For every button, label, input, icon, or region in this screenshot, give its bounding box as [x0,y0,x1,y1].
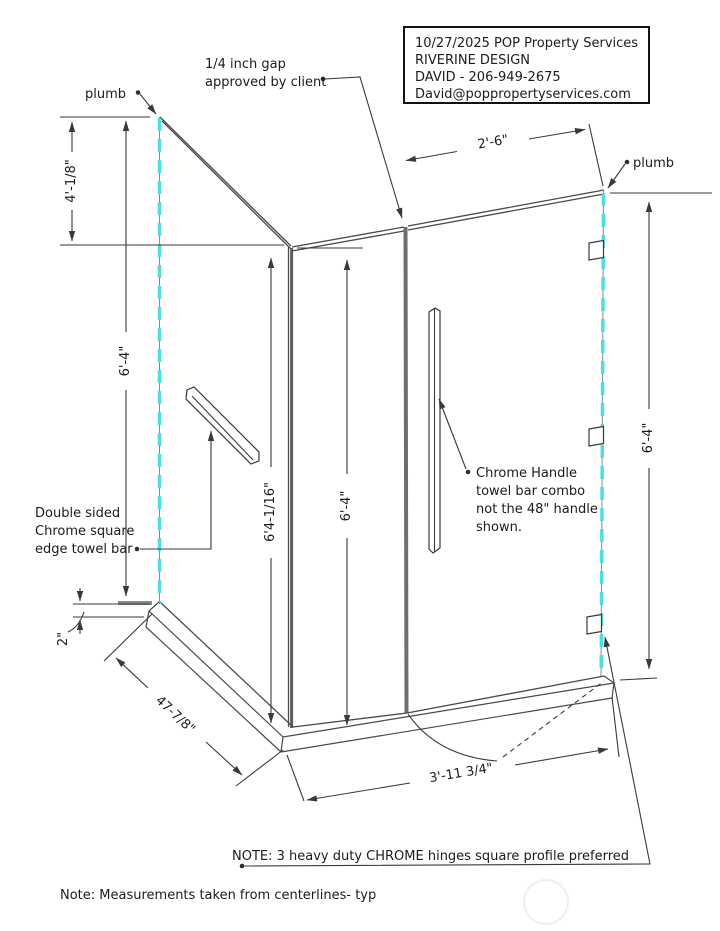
centerline-note-text: Note: Measurements taken from centerline… [60,888,376,903]
dim-panel-height-label: 6'-4" [339,491,354,522]
title-block-border [403,26,650,104]
hinge-note-text: NOTE: 3 heavy duty CHROME hinges square … [232,849,629,864]
plumb-left-label: plumb [85,87,126,102]
title-block: 10/27/2025 POP Property Services RIVERIN… [403,26,650,104]
handle-note-line4: shown. [476,520,522,535]
towel-bar [185,386,260,465]
plumb-right-label: plumb [633,156,674,171]
extension-lines [60,116,712,802]
title-block-line1: 10/27/2025 POP Property Services [415,36,638,51]
watermark-circle [523,879,569,925]
hinge-middle [588,425,605,447]
dim-base-width-label: 3'-11 3/4" [428,761,494,786]
handle-note-line3: not the 48" handle [476,502,598,517]
dim-right-height-label: 6'-4" [641,423,656,454]
dimension-panel-height: 6'-4" [339,259,354,726]
dimension-base-depth: 47-7/8" [115,657,243,776]
dimension-left-height: 6'-4" [118,120,133,597]
label-towel-bar-note: Double sided Chrome square edge towel ba… [35,430,215,557]
label-gap-note: 1/4 inch gap approved by client [205,57,403,219]
dim-curb-height-label: 2" [56,632,71,646]
note-hinges: NOTE: 3 heavy duty CHROME hinges square … [232,636,651,869]
hinge-top [588,239,605,261]
title-block-line4: David@poppropertyservices.com [415,87,631,102]
towel-bar-note-line1: Double sided [35,506,120,521]
gap-note-line1: 1/4 inch gap [205,57,286,72]
label-handle-note: Chrome Handle towel bar combo not the 48… [438,398,598,535]
dim-wall-offset-label: 4'-1/8" [64,159,79,202]
hinges [586,239,605,635]
dim-base-depth-label: 47-7/8" [152,693,197,737]
shower-curb [145,601,615,753]
handle-note-line2: towel bar combo [476,484,585,499]
label-plumb-right: plumb [607,156,674,189]
towel-bar-note-line2: Chrome square [35,524,134,539]
gap-note-line2: approved by client [205,75,326,90]
dimension-wall-offset: 4'-1/8" [64,121,79,242]
dim-center-height-label: 6'4-1/16" [263,482,278,542]
dimension-curb-height: 2" [56,588,85,646]
title-block-line3: DAVID - 206-949-2675 [415,70,561,85]
handle-note-line1: Chrome Handle [476,466,577,481]
dimension-door-width: 2'-6" [405,128,586,162]
dimension-center-height: 6'4-1/16" [263,257,278,724]
door-handle [428,307,441,554]
dim-door-width-label: 2'-6" [477,132,510,152]
title-block-line2: RIVERINE DESIGN [415,53,530,68]
plumb-lines [157,118,606,676]
glass-enclosure [118,116,605,728]
dim-left-height-label: 6'-4" [118,346,133,377]
door-divider [403,226,409,714]
dimension-right-height: 6'-4" [641,201,656,670]
label-plumb-left: plumb [85,87,157,115]
hinge-bottom [586,613,603,635]
towel-bar-note-line3: edge towel bar [35,542,133,557]
